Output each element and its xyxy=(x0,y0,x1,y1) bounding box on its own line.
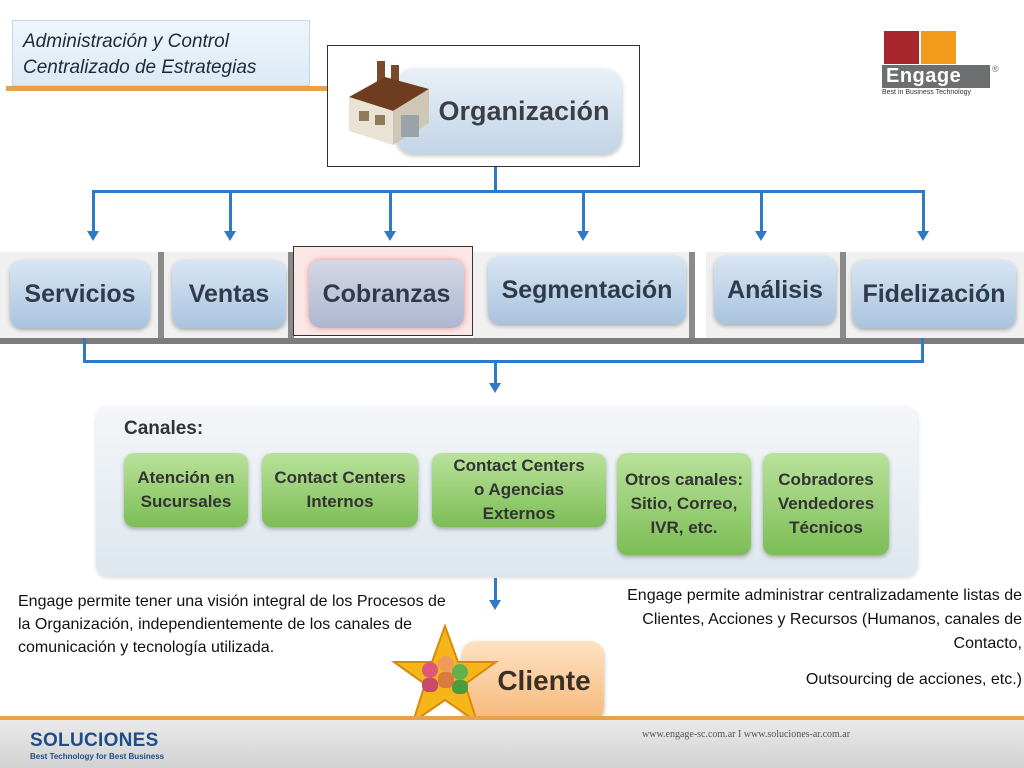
org-connector-vertical xyxy=(494,167,497,192)
note-right: Engage permite administrar centralizadam… xyxy=(627,587,1022,652)
arrow-canales xyxy=(489,383,501,393)
channel-otros: Otros canales: Sitio, Correo, IVR, etc. xyxy=(617,453,751,555)
engage-logo-orange-square xyxy=(921,31,956,64)
note-right-continued: Outsourcing de acciones, etc.) xyxy=(805,671,1022,688)
merge-connector-right xyxy=(921,338,924,362)
arrow-fidelizacion xyxy=(917,231,929,241)
arrow-ventas xyxy=(224,231,236,241)
connector-analisis xyxy=(760,190,763,232)
process-cobranzas: Cobranzas xyxy=(309,260,464,328)
process-servicios: Servicios xyxy=(10,260,150,328)
process-strip-base xyxy=(0,338,1024,344)
arrow-analisis xyxy=(755,231,767,241)
channel-cobradores: Cobradores Vendedores Técnicos xyxy=(763,453,889,555)
soluciones-tagline: Best Technology for Best Business xyxy=(30,752,165,761)
process-label: Servicios xyxy=(24,280,136,308)
connector-cobranzas xyxy=(389,190,392,232)
engage-logo-registered: ® xyxy=(992,64,999,74)
process-label: Ventas xyxy=(188,280,270,308)
slide-title: Administración y Control Centralizado de… xyxy=(12,20,310,86)
footer-accent-line xyxy=(0,716,1024,720)
soluciones-logo: SOLUCIONES xyxy=(30,730,159,751)
engage-logo-tagline: Best in Business Technology xyxy=(882,89,971,96)
connector-ventas xyxy=(229,190,232,232)
process-label: Análisis xyxy=(727,276,823,304)
slide-title-line1: Administración y Control xyxy=(23,31,229,52)
engage-logo-red-square xyxy=(884,31,919,64)
slide-title-line2: Centralizado de Estrategias xyxy=(23,57,257,78)
connector-fidelizacion xyxy=(922,190,925,232)
merge-connector-horizontal xyxy=(83,360,924,363)
note-left: Engage permite tener una visión integral… xyxy=(18,593,446,656)
factory-house-icon xyxy=(349,61,429,145)
merge-connector-left xyxy=(83,338,86,362)
process-label: Cobranzas xyxy=(322,280,451,308)
connector-segmentacion xyxy=(582,190,585,232)
process-segmentacion: Segmentación xyxy=(488,256,686,324)
cliente-label: Cliente xyxy=(497,665,591,696)
process-analisis: Análisis xyxy=(714,256,836,324)
organization-node: Organización xyxy=(396,68,622,154)
title-underline xyxy=(6,86,328,91)
canales-connector xyxy=(494,360,497,384)
organization-label: Organización xyxy=(438,96,610,126)
connector-servicios xyxy=(92,190,95,232)
arrow-cobranzas xyxy=(384,231,396,241)
channel-contact-internos: Contact Centers Internos xyxy=(262,453,418,527)
process-label: Segmentación xyxy=(501,276,673,304)
process-fidelizacion: Fidelización xyxy=(852,260,1016,328)
star-people-icon xyxy=(390,624,500,725)
process-label: Fidelización xyxy=(862,280,1006,308)
canales-title: Canales: xyxy=(124,418,204,439)
footer-bar xyxy=(0,720,1024,768)
process-ventas: Ventas xyxy=(172,260,286,328)
cliente-connector xyxy=(494,578,497,600)
cliente-node: Cliente xyxy=(462,641,604,721)
arrow-segmentacion xyxy=(577,231,589,241)
channel-contact-externos: Contact Centers o Agencias Externos xyxy=(432,453,606,527)
arrow-cliente xyxy=(489,600,501,610)
engage-logo-word: Engage xyxy=(882,65,990,88)
channel-sucursales: Atención en Sucursales xyxy=(124,453,248,527)
footer-urls: www.engage-sc.com.ar I www.soluciones-ar… xyxy=(642,729,851,740)
arrow-servicios xyxy=(87,231,99,241)
org-connector-horizontal xyxy=(92,190,925,193)
